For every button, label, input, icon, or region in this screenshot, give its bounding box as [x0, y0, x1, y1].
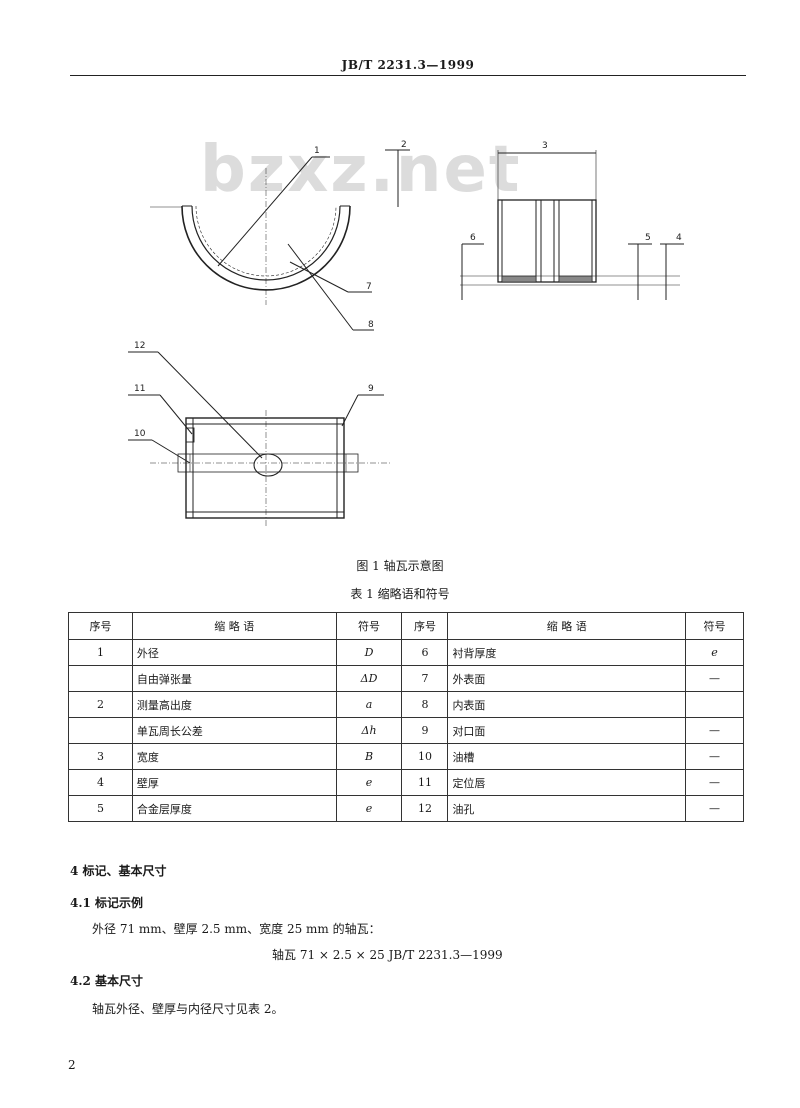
cell-no: [68, 665, 133, 692]
table-row: 5 合金层厚度 e 12 油孔 —: [68, 795, 744, 822]
standard-header: JB/T 2231.3—1999: [341, 58, 475, 72]
cell-term: 合金层厚度: [131, 795, 337, 822]
cell-symbol: D: [335, 639, 403, 666]
cell-no: 11: [401, 769, 449, 796]
cell-no: 5: [68, 795, 133, 822]
col-header-term: 缩 略 语: [131, 612, 337, 640]
callout-3: 3: [542, 141, 548, 151]
callout-7: 7: [366, 282, 372, 292]
cell-term: 对口面: [447, 717, 687, 744]
cell-no: 12: [401, 795, 449, 822]
figure-caption: 图 1 轴瓦示意图: [356, 559, 444, 573]
cell-term: 宽度: [131, 743, 337, 770]
cell-symbol: a: [335, 691, 403, 718]
callout-4: 4: [676, 233, 682, 243]
cell-no: 9: [401, 717, 449, 744]
cell-term: 壁厚: [131, 769, 337, 796]
callout-11: 11: [134, 384, 145, 394]
cell-no: 1: [68, 639, 133, 666]
cell-term: 油孔: [447, 795, 687, 822]
cell-symbol: ΔD: [335, 665, 403, 692]
cell-symbol: —: [685, 717, 744, 744]
cell-term: 内表面: [447, 691, 687, 718]
table-row: 2 测量高出度 a 8 内表面: [68, 691, 744, 718]
cell-no: 7: [401, 665, 449, 692]
section-heading: 4 标记、基本尺寸: [70, 864, 167, 878]
cell-no: [68, 717, 133, 744]
cell-symbol: —: [685, 795, 744, 822]
table-row: 1 外径 D 6 衬背厚度 e: [68, 639, 744, 666]
callout-8: 8: [368, 320, 374, 330]
plan-view-drawing: [128, 351, 390, 526]
cell-symbol: [685, 691, 744, 718]
table-row: 单瓦周长公差 Δh 9 对口面 —: [68, 717, 744, 744]
front-view-drawing: [150, 149, 410, 331]
table-row: 4 壁厚 e 11 定位唇 —: [68, 769, 744, 796]
side-view-drawing: [460, 150, 684, 300]
col-header-no: 序号: [68, 612, 133, 640]
callout-12: 12: [134, 341, 145, 351]
cell-symbol: e: [685, 639, 744, 666]
paragraph: 轴瓦外径、壁厚与内径尺寸见表 2。: [92, 1002, 284, 1016]
col-header-no: 序号: [401, 612, 449, 640]
callout-1: 1: [314, 146, 320, 156]
table-row: 3 宽度 B 10 油槽 —: [68, 743, 744, 770]
callout-5: 5: [645, 233, 651, 243]
cell-no: 6: [401, 639, 449, 666]
col-header-term: 缩 略 语: [447, 612, 687, 640]
cell-no: 4: [68, 769, 133, 796]
cell-term: 测量高出度: [131, 691, 337, 718]
table-title: 表 1 缩略语和符号: [350, 587, 450, 601]
callout-9: 9: [368, 384, 374, 394]
cell-symbol: e: [335, 769, 403, 796]
cell-term: 外径: [131, 639, 337, 666]
table-row: 自由弹张量 ΔD 7 外表面 —: [68, 665, 744, 692]
subsection-heading: 4.2 基本尺寸: [70, 974, 144, 988]
cell-term: 衬背厚度: [447, 639, 687, 666]
cell-term: 油槽: [447, 743, 687, 770]
cell-term: 外表面: [447, 665, 687, 692]
col-header-symbol: 符号: [685, 612, 744, 640]
cell-term: 单瓦周长公差: [131, 717, 337, 744]
header-rule: [70, 75, 746, 76]
page-number: 2: [68, 1058, 76, 1072]
paragraph: 外径 71 mm、壁厚 2.5 mm、宽度 25 mm 的轴瓦：: [92, 922, 381, 936]
col-header-symbol: 符号: [335, 612, 403, 640]
cell-symbol: e: [335, 795, 403, 822]
callout-10: 10: [134, 429, 146, 439]
callout-6: 6: [470, 233, 476, 243]
cell-no: 2: [68, 691, 133, 718]
callout-2: 2: [401, 140, 407, 150]
cell-term: 定位唇: [447, 769, 687, 796]
cell-symbol: —: [685, 743, 744, 770]
cell-term: 自由弹张量: [131, 665, 337, 692]
cell-symbol: —: [685, 665, 744, 692]
marking-example: 轴瓦 71 × 2.5 × 25 JB/T 2231.3—1999: [272, 948, 503, 962]
table-header-row: 序号 缩 略 语 符号 序号 缩 略 语 符号: [68, 612, 744, 640]
watermark: bzxz.net: [200, 133, 522, 207]
bearing-figure: 1 2 3 4 5 6 7 8 9 10 11 12: [128, 140, 684, 526]
subsection-heading: 4.1 标记示例: [70, 896, 144, 910]
abbreviation-table: 序号 缩 略 语 符号 序号 缩 略 语 符号 1 外径 D 6 衬背厚度 e …: [68, 612, 744, 822]
cell-symbol: —: [685, 769, 744, 796]
cell-symbol: Δh: [335, 717, 403, 744]
cell-no: 3: [68, 743, 133, 770]
cell-no: 8: [401, 691, 449, 718]
cell-no: 10: [401, 743, 449, 770]
cell-symbol: B: [335, 743, 403, 770]
